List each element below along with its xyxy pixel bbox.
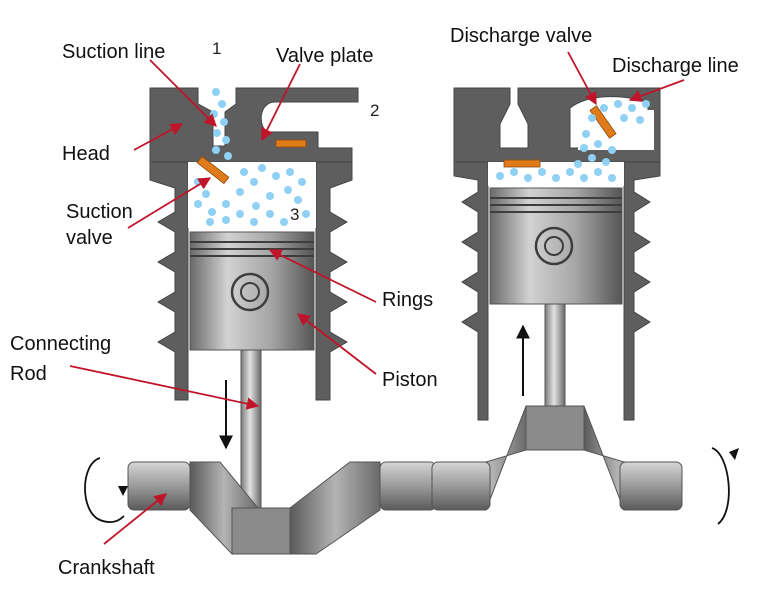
left-cylinder-assembly [84, 87, 437, 555]
label-number-1: 1 [212, 39, 221, 58]
labels: Suction line Valve plate Head Suction va… [10, 25, 739, 579]
left-crankshaft [127, 461, 437, 555]
right-piston-rings [490, 197, 622, 213]
leader-valve-plate [261, 63, 301, 142]
left-rotation-arrow [84, 457, 125, 523]
leader-suction-line [149, 59, 217, 127]
leader-discharge-line [628, 79, 685, 102]
right-piston [489, 187, 623, 305]
right-connecting-rod [544, 303, 566, 415]
label-discharge-line: Discharge line [612, 55, 739, 77]
right-crankshaft [431, 405, 683, 511]
right-rotation-arrow [711, 447, 730, 525]
label-connecting-rod-line2: Rod [10, 363, 47, 385]
leader-suction-valve [127, 177, 212, 229]
leader-connecting-rod [69, 365, 260, 410]
label-suction-valve-line1: Suction [66, 201, 133, 223]
right-gas-bubbles [496, 100, 650, 182]
left-rotation-arrowhead [118, 486, 128, 496]
leader-lines [69, 51, 685, 545]
label-suction-valve-line2: valve [66, 227, 113, 249]
leader-discharge-valve [567, 51, 597, 106]
label-crankshaft: Crankshaft [58, 557, 155, 579]
left-suction-valve [196, 155, 230, 185]
label-valve-plate: Valve plate [276, 45, 373, 67]
right-wall-left [453, 161, 489, 421]
leader-crankshaft [103, 493, 167, 545]
left-piston-pin-inner [240, 282, 260, 302]
label-head: Head [62, 143, 110, 165]
label-piston: Piston [382, 369, 438, 391]
left-piston-rings [190, 241, 314, 257]
right-piston-pin-inner [544, 236, 564, 256]
left-cylinder-wall-right [315, 161, 353, 401]
right-rotation-arrowhead [729, 448, 739, 460]
leader-piston [297, 313, 377, 375]
left-piston [189, 231, 315, 351]
label-rings: Rings [382, 289, 433, 311]
right-wall-right [623, 161, 661, 421]
left-cylinder-wall-left [149, 161, 189, 401]
right-cylinder-assembly [431, 87, 739, 525]
right-suction-valve-closed [503, 159, 541, 168]
right-discharge-valve [589, 105, 617, 139]
left-piston-pin-outer [230, 272, 270, 312]
leader-head [133, 123, 184, 151]
label-discharge-valve: Discharge valve [450, 25, 592, 47]
right-piston-pin-outer [534, 226, 574, 266]
left-valve-plate-discharge [275, 139, 307, 148]
label-suction-line: Suction line [62, 41, 165, 63]
label-connecting-rod-line1: Connecting [10, 333, 111, 355]
left-connecting-rod [240, 349, 262, 511]
leader-rings [268, 249, 377, 303]
label-number-3: 3 [290, 205, 299, 224]
label-number-2: 2 [370, 101, 379, 120]
